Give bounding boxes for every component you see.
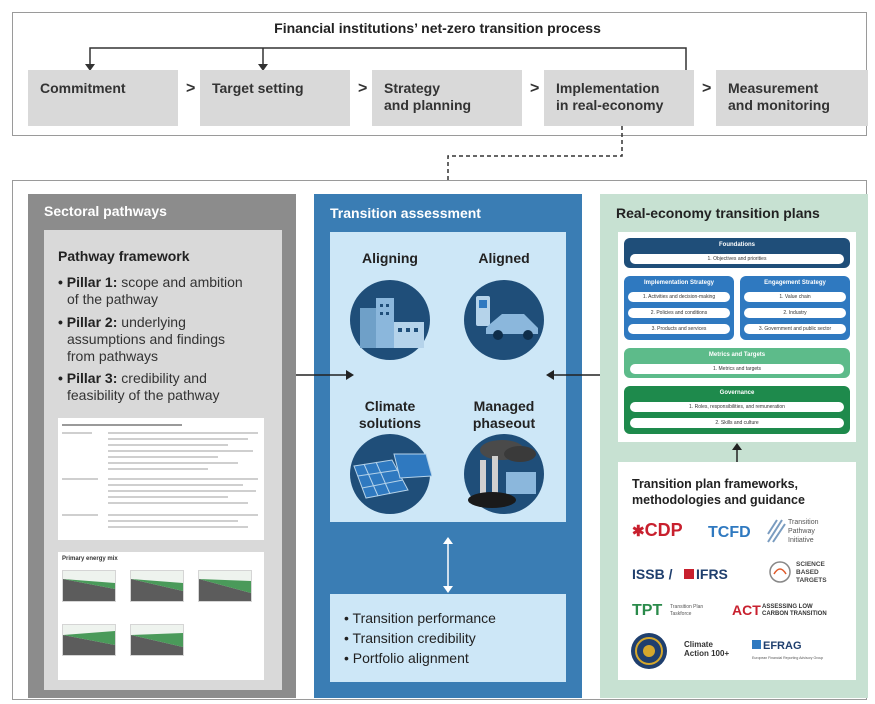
pillar-1: • Pillar 1: scope and ambition of the pa… xyxy=(58,274,243,307)
pathway-framework-title: Pathway framework xyxy=(58,248,190,264)
plan-item: 1. Objectives and priorities xyxy=(630,254,844,264)
mini-chart xyxy=(62,624,116,656)
chevron-icon: > xyxy=(530,80,540,97)
plan-item: 1. Activities and decision-making xyxy=(628,292,730,302)
sectoral-title: Sectoral pathways xyxy=(44,203,167,219)
step-commitment: Commitment xyxy=(28,70,178,126)
up-arrow-icon xyxy=(732,443,742,462)
plans-structure-panel: Foundations 1. Objectives and priorities… xyxy=(618,232,856,442)
chevron-icon: > xyxy=(186,80,196,97)
seal-logo xyxy=(631,633,667,669)
tcfd-logo: TCFD xyxy=(708,524,751,541)
metrics-header: Metrics and Targets xyxy=(708,352,766,358)
chevron-icon: > xyxy=(358,80,368,97)
plans-title: Real-economy transition plans xyxy=(616,205,820,221)
plan-item: 2. Skills and culture xyxy=(630,418,844,428)
process-arrows xyxy=(85,47,687,180)
quadrant-aligned-label: Aligned xyxy=(478,250,530,266)
electric-car-icon xyxy=(464,280,544,360)
process-title: Financial institutions’ net-zero transit… xyxy=(274,20,601,36)
pillar-2: • Pillar 2: underlying assumptions and f… xyxy=(58,314,225,364)
plan-item: 1. Roles, responsibilities, and remunera… xyxy=(630,402,844,412)
mini-chart xyxy=(130,570,184,602)
factory-icon xyxy=(350,280,430,360)
assessment-title: Transition assessment xyxy=(330,205,481,221)
act-logo: ACT xyxy=(732,602,761,618)
outcome-item: • Transition performance xyxy=(344,610,496,626)
governance-header: Governance xyxy=(719,390,755,396)
outcome-item: • Portfolio alignment xyxy=(344,650,469,666)
mini-chart xyxy=(198,570,252,602)
quadrant-aligning-label: Aligning xyxy=(362,250,418,266)
issb-logo: ISSB / xyxy=(632,566,673,582)
connector-arrows xyxy=(296,370,606,380)
plan-item: 1. Value chain xyxy=(744,292,846,302)
assessment-outcomes-list xyxy=(330,594,566,682)
step-target-setting: Target setting xyxy=(200,70,350,126)
implementation-header: Implementation Strategy xyxy=(643,280,714,286)
ifrs-logo: IFRS xyxy=(684,566,728,582)
chevron-icon: > xyxy=(702,80,712,97)
plan-item: 2. Industry xyxy=(744,308,846,318)
pillar-3: • Pillar 3: credibility and feasibility … xyxy=(58,370,220,403)
solar-panels-icon xyxy=(350,434,432,514)
efrag-sub-text: European Financial Reporting Advisory Gr… xyxy=(752,656,824,660)
outcome-item: • Transition credibility xyxy=(344,630,476,646)
plan-item: 1. Metrics and targets xyxy=(630,364,844,374)
document-thumbnail xyxy=(58,418,264,540)
plan-item: 2. Policies and conditions xyxy=(628,308,730,318)
efrag-logo: EFRAG xyxy=(752,640,802,652)
energy-mix-title: Primary energy mix xyxy=(62,556,118,562)
tpt-logo: TPT xyxy=(632,602,663,619)
cdp-logo: ✱CDP xyxy=(632,520,683,540)
frameworks-title: Transition plan frameworks,methodologies… xyxy=(632,477,805,507)
plan-item: 3. Products and services xyxy=(628,324,730,334)
engagement-header: Engagement Strategy xyxy=(764,280,826,286)
mini-chart xyxy=(62,570,116,602)
foundations-header: Foundations xyxy=(719,242,755,248)
double-arrow-icon xyxy=(443,537,453,593)
mini-chart xyxy=(130,624,184,656)
plan-item: 3. Government and public sector xyxy=(744,324,846,334)
coal-plant-icon xyxy=(464,434,544,514)
